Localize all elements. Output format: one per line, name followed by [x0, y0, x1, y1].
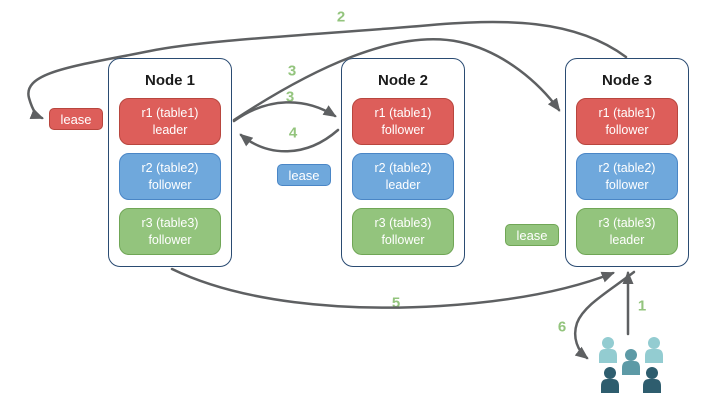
- replica-label: r1 (table1): [141, 106, 199, 121]
- arrow-step-3-to-node2: [232, 101, 337, 123]
- step-label-5: 5: [391, 294, 401, 312]
- replica-label: r3 (table3): [374, 216, 432, 231]
- node-3-replica-r2: r2 (table2) follower: [576, 153, 678, 200]
- node-2-replica-r1: r1 (table1) follower: [352, 98, 454, 145]
- replica-label: r1 (table1): [374, 106, 432, 121]
- lease-label-table3: lease: [505, 224, 559, 246]
- node-3-title: Node 3: [601, 72, 652, 89]
- node-2-replica-r3: r3 (table3) follower: [352, 208, 454, 255]
- replica-label: r2 (table2): [141, 161, 199, 176]
- node-1-replica-r2: r2 (table2) follower: [119, 153, 221, 200]
- node-1-replica-r1: r1 (table1) leader: [119, 98, 221, 145]
- node-2-replica-r2: r2 (table2) leader: [352, 153, 454, 200]
- replica-role: follower: [381, 232, 425, 247]
- users-group-icon: [599, 337, 663, 393]
- replica-label: r3 (table3): [141, 216, 199, 231]
- lease-label-table1: lease: [49, 108, 103, 130]
- node-1-replica-r3: r3 (table3) follower: [119, 208, 221, 255]
- replica-role: follower: [381, 122, 425, 137]
- lease-label-table2: lease: [277, 164, 331, 186]
- replica-role: follower: [605, 177, 649, 192]
- node-1-title: Node 1: [144, 72, 195, 89]
- step-label-6: 6: [557, 318, 567, 336]
- replica-label: r3 (table3): [598, 216, 656, 231]
- step-label-1: 1: [637, 297, 647, 315]
- replica-role: leader: [385, 177, 421, 192]
- replica-role: leader: [152, 122, 188, 137]
- replica-label: r2 (table2): [374, 161, 432, 176]
- replica-role: leader: [609, 232, 645, 247]
- replica-role: follower: [148, 177, 192, 192]
- replica-label: r1 (table1): [598, 106, 656, 121]
- step-label-4: 4: [288, 124, 298, 142]
- arrow-step-6: [573, 270, 636, 360]
- node-3: Node 3 r1 (table1) follower r2 (table2) …: [565, 58, 689, 267]
- node-2-title: Node 2: [377, 72, 428, 89]
- step-label-2: 2: [336, 8, 346, 26]
- replica-label: r2 (table2): [598, 161, 656, 176]
- node-3-replica-r3: r3 (table3) leader: [576, 208, 678, 255]
- node-3-replica-r1: r1 (table1) follower: [576, 98, 678, 145]
- replica-role: follower: [148, 232, 192, 247]
- step-label-3b: 3: [285, 88, 295, 106]
- replica-role: follower: [605, 122, 649, 137]
- node-1: Node 1 r1 (table1) leader r2 (table2) fo…: [108, 58, 232, 267]
- node-2: Node 2 r1 (table1) follower r2 (table2) …: [341, 58, 465, 267]
- step-label-3a: 3: [287, 62, 297, 80]
